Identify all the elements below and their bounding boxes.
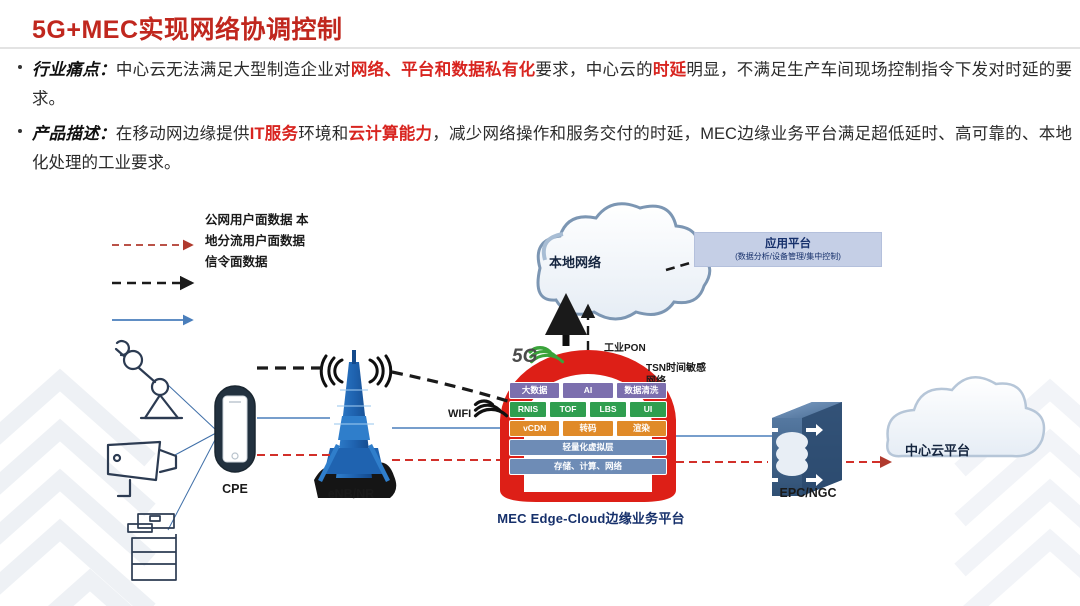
seg-0-0: 中心云无法满足大型制造企业对: [115, 61, 351, 79]
seg-0-1: 网络、平台和数据私有化: [350, 61, 536, 79]
application-platform-title: 应用平台: [765, 238, 811, 250]
seg-1-0: 在移动网边缘提供: [115, 125, 250, 143]
seg-1-3: 云计算能力: [348, 125, 433, 143]
cpe-label: CPE: [222, 482, 248, 496]
legend-line-3: 信令面数据: [205, 255, 268, 269]
mec-cell: 轻量化虚拟层: [509, 439, 667, 456]
printer-icon: [127, 513, 177, 581]
app-platform-link: [665, 258, 701, 272]
device-links: [167, 384, 217, 531]
bullet-pain-point-text: 行业痛点：中心云无法满足大型制造企业对网络、平台和数据私有化要求，中心云的时延明…: [32, 56, 1072, 114]
mec-cell: LBS: [589, 401, 627, 418]
content-bullets: 行业痛点：中心云无法满足大型制造企业对网络、平台和数据私有化要求，中心云的时延明…: [10, 56, 1072, 184]
bullet-dot-icon: [18, 129, 22, 133]
bullet-pain-point: 行业痛点：中心云无法满足大型制造企业对网络、平台和数据私有化要求，中心云的时延明…: [10, 56, 1072, 114]
mec-cell: TOF: [549, 401, 587, 418]
mec-stack: 大数据 AI 数据清洗 RNIS TOF LBS UI vCDN 转码 渲染 轻…: [508, 382, 668, 477]
wifi-signal-icon: [473, 399, 509, 418]
cpe-device-icon: [214, 385, 256, 473]
5g-signal-icon: [528, 346, 565, 364]
enb-tower-icon: [314, 350, 397, 498]
wifi-label: WIFI: [448, 408, 472, 420]
bullet-product-description-lead: 产品描述：: [32, 125, 116, 143]
seg-0-4: 明显，不满足生产车间现场控制指令下发对时延的要求。: [32, 61, 1073, 108]
title-divider: [0, 47, 1080, 49]
legend-arrows: [112, 239, 195, 326]
epc-ngc-router-icon: [761, 402, 842, 496]
enb-label: eNB/NR: [327, 487, 375, 501]
epc-label: EPC/NGC: [779, 486, 837, 500]
application-platform-box: 应用平台 (数据分析/设备管理/集中控制): [694, 232, 882, 267]
seg-1-4: ，减少网络操作和服务交付的时延，MEC边缘业务平台满足超低延时、高可靠的、本地化…: [32, 125, 1073, 172]
seg-0-2: 要求，中心云的: [535, 61, 653, 79]
mec-cell: 转码: [562, 420, 614, 437]
local-breakout-path: [257, 366, 525, 408]
mec-cell: vCDN: [509, 420, 561, 437]
bullet-product-description: 产品描述：在移动网边缘提供IT服务环境和云计算能力，减少网络操作和服务交付的时延…: [10, 120, 1072, 178]
signalling-path: [257, 417, 772, 437]
mec-stack-row-virtualization: 轻量化虚拟层: [508, 439, 668, 456]
mec-stack-row-service-api: RNIS TOF LBS UI: [508, 401, 668, 418]
bullet-pain-point-lead: 行业痛点：: [32, 61, 116, 79]
mec-platform-caption: MEC Edge-Cloud边缘业务平台: [497, 511, 685, 526]
bullet-product-description-text: 产品描述：在移动网边缘提供IT服务环境和云计算能力，减少网络操作和服务交付的时延…: [32, 120, 1072, 178]
mec-stack-row-analytics: 大数据 AI 数据清洗: [508, 382, 668, 399]
mec-cell: 数据清洗: [615, 382, 667, 399]
5g-label: 5G: [512, 346, 538, 367]
mec-cell: AI: [562, 382, 614, 399]
tsn-label-line2: 网络: [646, 375, 666, 388]
mec-cell: 存储、计算、网络: [509, 458, 667, 475]
robot-arm-icon: [114, 340, 184, 420]
industrial-pon-label: 工业PON: [604, 343, 646, 354]
application-platform-subtitle: (数据分析/设备管理/集中控制): [735, 252, 841, 261]
mec-stack-row-media: vCDN 转码 渲染: [508, 420, 668, 437]
mec-cell: UI: [629, 401, 667, 418]
mec-stack-row-infrastructure: 存储、计算、网络: [508, 458, 668, 475]
public-network-path: [257, 454, 892, 468]
architecture-diagram: 公网用户面数据 本 地分流用户面数据 信令面数据 应用平台 (数据分析/设备管理…: [0, 190, 1080, 606]
seg-1-1: IT服务: [249, 125, 299, 143]
central-cloud-label: 中心云平台: [905, 443, 971, 458]
bullet-dot-icon: [18, 65, 22, 69]
mec-cell: RNIS: [509, 401, 547, 418]
mec-cell: 渲染: [615, 420, 667, 437]
page-title: 5G+MEC实现网络协调控制: [32, 16, 343, 44]
tsn-label-line1: TSN时间敏感: [646, 363, 706, 374]
legend-line-1: 公网用户面数据 本: [205, 213, 309, 227]
seg-1-2: 环境和: [298, 125, 349, 143]
security-camera-icon: [106, 440, 178, 498]
seg-0-3: 时延: [652, 61, 687, 79]
legend-line-2: 地分流用户面数据: [205, 234, 306, 248]
local-network-label: 本地网络: [549, 255, 602, 270]
mec-cell: 大数据: [509, 382, 561, 399]
